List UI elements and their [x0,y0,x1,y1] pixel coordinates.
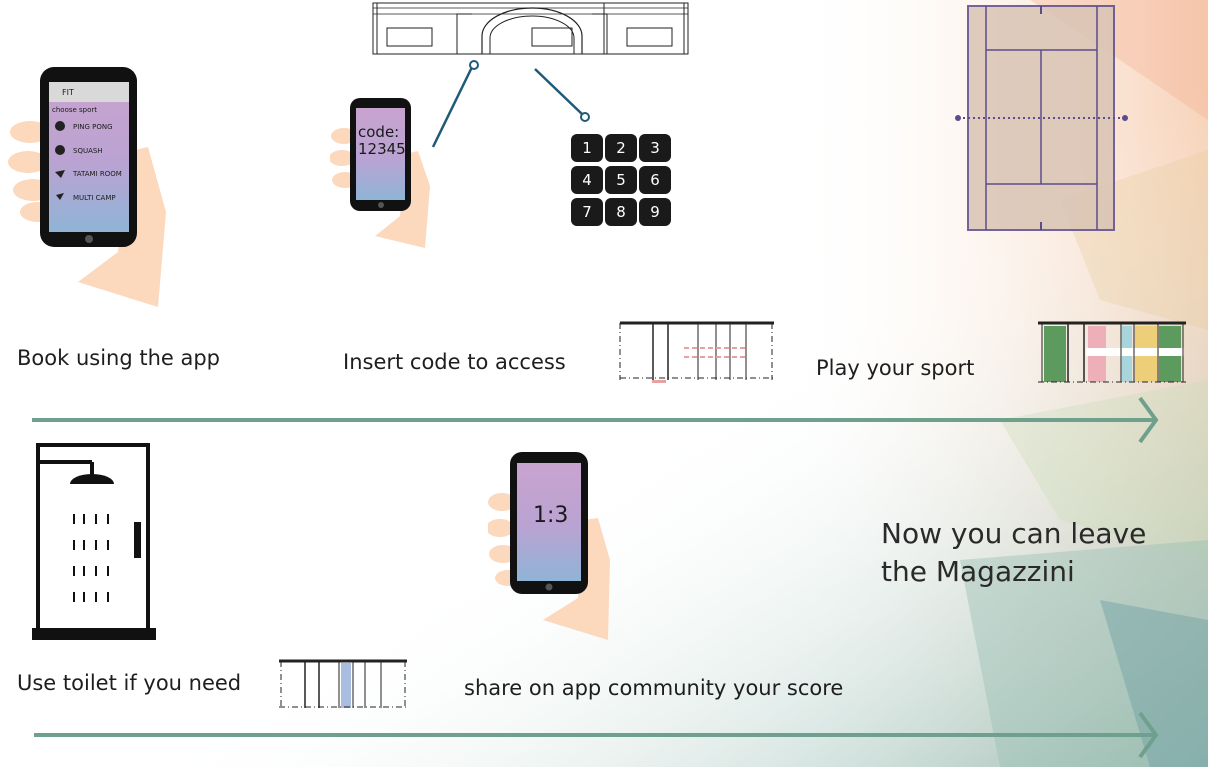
hand-holding-phone-booking [8,67,166,307]
app-subheader: choose sport [52,106,98,114]
keypad-key-4[interactable]: 4 [571,166,603,194]
caption-use-toilet: Use toilet if you need [17,671,242,695]
shower-icon [32,443,156,640]
leave-line-1: Now you can leave [881,517,1147,550]
caption-share-score: share on app community your score [464,676,844,700]
caption-play-sport: Play your sport [816,356,975,380]
hand-holding-phone-code [330,98,430,248]
app-header: FIT [62,88,74,97]
keypad-key-3[interactable]: 3 [639,134,671,162]
caption-insert-code: Insert code to access [343,350,566,374]
keypad-key-6[interactable]: 6 [639,166,671,194]
code-value: 12345 [358,140,406,158]
floor-plan-toilet [279,659,407,708]
score-display: 1:3 [533,503,569,528]
code-label: code: [358,123,400,141]
tennis-court-plan [955,5,1128,231]
building-elevation-drawing [372,2,689,55]
sport-item-tatami-room[interactable]: TATAMI ROOM [73,170,122,178]
leave-line-2: the Magazzini [881,555,1075,588]
hand-holding-phone-score [488,452,610,640]
connector-lines [431,60,590,148]
sport-item-ping-pong[interactable]: PING PONG [73,123,113,131]
keypad-key-9[interactable]: 9 [639,198,671,226]
sport-item-multi-camp[interactable]: MULTI CAMP [73,194,116,202]
keypad-key-8[interactable]: 8 [605,198,637,226]
caption-book-using-app: Book using the app [17,346,221,370]
timeline-arrow-2 [34,711,1159,759]
floor-plan-access [619,321,774,383]
keypad-key-2[interactable]: 2 [605,134,637,162]
keypad-key-1[interactable]: 1 [571,134,603,162]
floor-plan-courts [1038,321,1186,383]
keypad-key-5[interactable]: 5 [605,166,637,194]
keypad-key-7[interactable]: 7 [571,198,603,226]
sport-item-squash[interactable]: SQUASH [73,147,103,155]
timeline-arrow-1 [32,396,1159,444]
